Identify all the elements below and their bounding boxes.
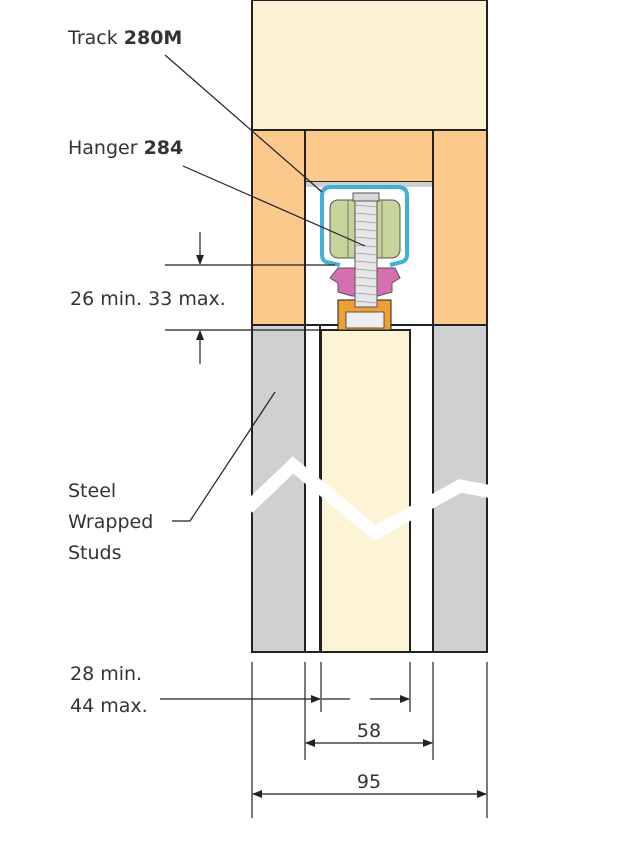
door-panel <box>320 329 411 653</box>
bolt <box>354 194 378 308</box>
left-header-jamb <box>251 129 306 326</box>
hanger-hardware <box>320 185 409 331</box>
hanger-label: Hanger 284 <box>68 137 183 159</box>
ceiling-block <box>251 0 488 131</box>
right-header-jamb <box>432 129 488 326</box>
wall-dimension: 95 <box>357 771 381 793</box>
studs-label-line2: Wrapped <box>68 511 153 533</box>
clearance-label: 26 min. 33 max. <box>70 288 226 310</box>
track-mount-plate <box>306 182 432 187</box>
door-max-label: 44 max. <box>70 695 148 717</box>
door-min-label: 28 min. <box>70 663 142 685</box>
track-profile <box>320 185 409 267</box>
studs-label-line3: Studs <box>68 542 122 564</box>
cavity-dimension: 58 <box>357 720 381 742</box>
track-label: Track 280M <box>67 27 182 49</box>
studs-label-line1: Steel <box>68 480 116 502</box>
header-head <box>304 129 434 183</box>
break-line <box>243 456 494 541</box>
